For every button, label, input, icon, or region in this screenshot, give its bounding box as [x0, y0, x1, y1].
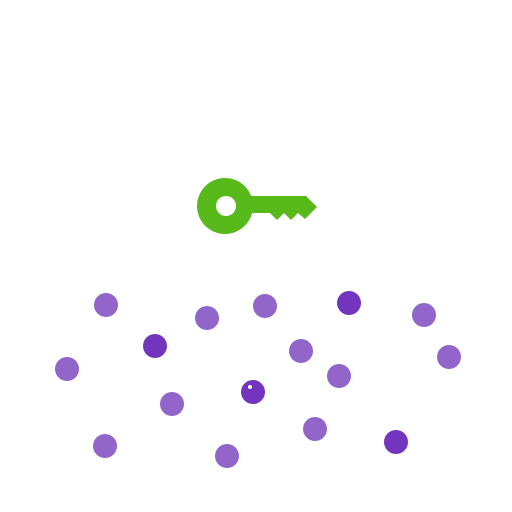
- dot[interactable]: [241, 380, 265, 404]
- dot-highlight: [248, 385, 252, 389]
- dot[interactable]: [93, 434, 117, 458]
- dot[interactable]: [289, 339, 313, 363]
- dot[interactable]: [195, 306, 219, 330]
- key-bow-hole: [216, 196, 236, 216]
- key-shaft: [246, 196, 317, 220]
- dot-field: [55, 291, 461, 468]
- dot[interactable]: [337, 291, 361, 315]
- dot[interactable]: [94, 293, 118, 317]
- dot[interactable]: [303, 417, 327, 441]
- dot[interactable]: [437, 345, 461, 369]
- dot[interactable]: [384, 430, 408, 454]
- dot[interactable]: [160, 392, 184, 416]
- dot[interactable]: [55, 357, 79, 381]
- key-icon[interactable]: [197, 178, 317, 234]
- dot[interactable]: [412, 303, 436, 327]
- dot[interactable]: [215, 444, 239, 468]
- dot[interactable]: [253, 294, 277, 318]
- dot[interactable]: [143, 334, 167, 358]
- dot[interactable]: [327, 364, 351, 388]
